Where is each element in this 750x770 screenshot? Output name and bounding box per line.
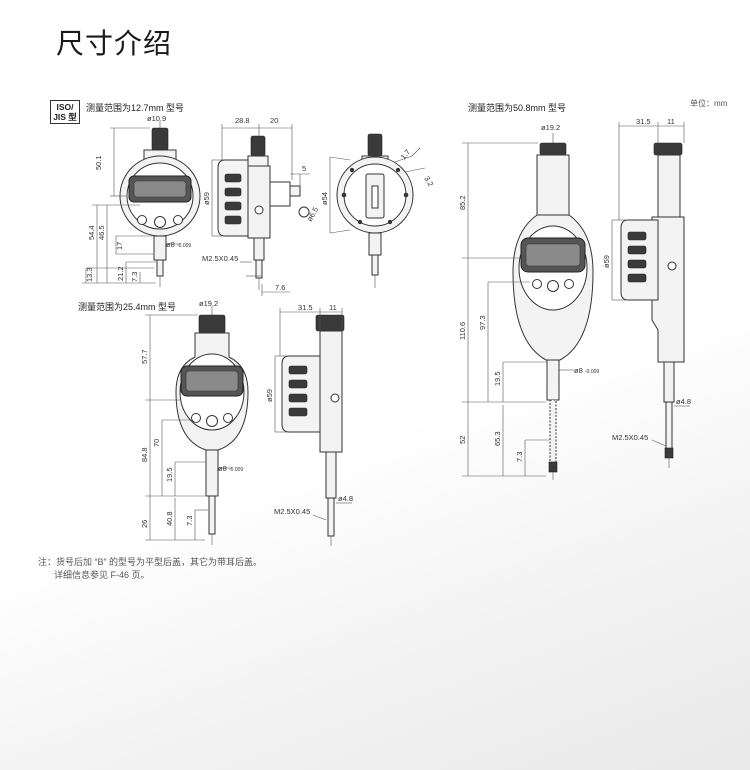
dim-d-19-5: 19.5 <box>165 467 174 482</box>
dim-e-probe-diameter: ø4.8 <box>338 494 353 503</box>
dim-b-7-6: 7.6 <box>275 283 285 292</box>
dim-b-28-8: 28.8 <box>235 116 250 125</box>
dim-a-7-3: 7.3 <box>130 272 139 282</box>
dim-a-54-4: 54.4 <box>87 225 96 240</box>
dim-e-diameter-59: ø59 <box>265 389 274 402</box>
dim-e-31-5: 31.5 <box>298 303 313 312</box>
dim-a-50-1: 50.1 <box>94 155 103 170</box>
dim-d-70: 70 <box>152 439 161 447</box>
side-view-12-7 <box>211 124 310 296</box>
badge-line-2: JIS 型 <box>53 112 77 122</box>
section-title-12-7: 测量范围为12.7mm 型号 <box>86 103 185 113</box>
dim-g-probe-diameter: ø4.8 <box>676 397 691 406</box>
dim-c-1-7: 1.7 <box>399 148 413 162</box>
dim-f-7-3: 7.3 <box>515 452 524 462</box>
dim-a-46-5: 46.5 <box>97 225 106 240</box>
dim-e-thread: M2.5X0.45 <box>274 507 310 516</box>
front-view-12-7 <box>82 121 201 287</box>
dim-f-stem-tolerance: -0.009 <box>585 369 599 375</box>
dim-b-5: 5 <box>302 164 306 173</box>
dim-d-7-3: 7.3 <box>185 516 194 526</box>
dim-f-19-5: 19.5 <box>493 371 502 386</box>
dim-a-top-diameter: ø10.9 <box>147 114 166 123</box>
dim-f-52: 52 <box>458 436 467 444</box>
front-view-25-4 <box>145 306 249 545</box>
dim-g-diameter-59: ø59 <box>602 255 611 268</box>
section-title-25-4: 测量范围为25.4mm 型号 <box>78 302 177 312</box>
dim-d-26: 26 <box>140 520 149 528</box>
dim-a-17: 17 <box>115 242 124 250</box>
dim-f-97-3: 97.3 <box>478 315 487 330</box>
front-view-50-8 <box>462 133 594 480</box>
dim-e-11: 11 <box>329 303 337 312</box>
page-title: 尺寸介绍 <box>56 27 173 60</box>
dim-d-40-8: 40.8 <box>165 511 174 526</box>
unit-label: 单位：mm <box>690 99 728 108</box>
side-view-25-4 <box>274 308 352 546</box>
dim-f-85-2: 85.2 <box>458 195 467 210</box>
dim-b-diameter-59: ø59 <box>202 192 211 205</box>
dim-b-thread: M2.5X0.45 <box>202 254 238 263</box>
dim-d-84-8: 84.8 <box>140 447 149 462</box>
dim-d-top-diameter: ø19.2 <box>199 299 218 308</box>
dim-g-11: 11 <box>667 117 675 126</box>
dim-f-65-3: 65.3 <box>493 431 502 446</box>
dim-f-top-diameter: ø19.2 <box>541 123 560 132</box>
iso-jis-badge: ISO/ JIS 型 <box>50 100 80 124</box>
dim-a-13-3: 13.3 <box>85 267 94 282</box>
footnote: 注：货号后加 “B” 的型号为平型后盖，其它为带耳后盖。 详细信息参见 F-46… <box>38 556 262 582</box>
dim-f-110-6: 110.6 <box>458 322 467 340</box>
dim-a-stem-tolerance: -0.009 <box>177 243 191 249</box>
badge-line-1: ISO/ <box>56 102 74 112</box>
back-view-12-7 <box>329 133 426 288</box>
dim-a-21-2: 21.2 <box>116 266 125 281</box>
side-view-50-8 <box>611 122 690 468</box>
dim-f-stem-diameter: ø8 <box>574 366 583 375</box>
dim-g-31-5: 31.5 <box>636 117 651 126</box>
dim-d-stem-tolerance: -0.009 <box>229 467 243 473</box>
dim-d-stem-diameter: ø8 <box>218 464 227 473</box>
dim-c-diameter-54: ø54 <box>320 192 329 205</box>
dim-b-20: 20 <box>270 116 278 125</box>
footnote-line-2: 详细信息参见 F-46 页。 <box>54 570 150 580</box>
dim-d-57-7: 57.7 <box>140 349 149 364</box>
dim-c-3-2: 3.2 <box>422 175 435 189</box>
dim-a-stem-diameter: ø8 <box>166 240 175 249</box>
dim-g-thread: M2.5X0.45 <box>612 433 648 442</box>
section-title-50-8: 测量范围为50.8mm 型号 <box>468 103 567 113</box>
footnote-line-1: 注：货号后加 “B” 的型号为平型后盖，其它为带耳后盖。 <box>38 557 262 567</box>
